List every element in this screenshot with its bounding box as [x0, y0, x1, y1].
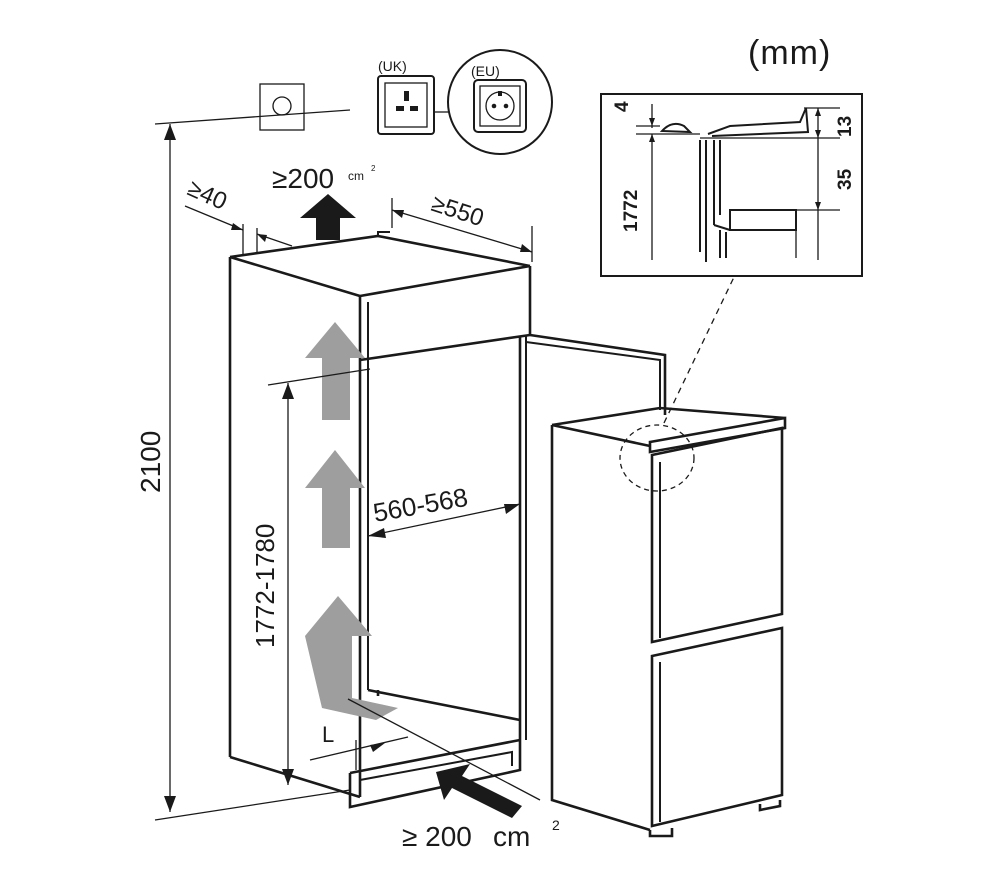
detail-offset-35-label: 35: [835, 168, 856, 190]
airflow-arrow-top-icon: [305, 322, 365, 420]
uk-socket-label: (UK): [378, 58, 407, 74]
niche-width-label: 560-568: [371, 482, 470, 528]
eu-socket-label: (EU): [471, 63, 500, 79]
total-height-label: 2100: [135, 431, 166, 493]
vent-bottom-exp: 2: [552, 817, 560, 833]
appliance: [550, 274, 787, 838]
detail-height-label: 1772: [621, 190, 642, 232]
plinth-label: L: [322, 722, 334, 747]
detail-inset: 4 1772 13 35: [600, 93, 863, 277]
niche-width-dim: [367, 503, 521, 538]
vent-top-arrow-icon: [300, 194, 356, 240]
plinth-dim: [309, 698, 541, 801]
wall-outlet: [154, 83, 351, 131]
vent-bottom-value: ≥ 200: [402, 821, 472, 852]
airflow-arrow-mid-icon: [305, 450, 365, 548]
vent-top-value: ≥200: [272, 163, 334, 194]
rear-gap-label: ≥40: [184, 175, 231, 216]
units-label: (mm): [748, 34, 831, 72]
niche-height-label: 1772-1780: [250, 524, 280, 648]
detail-offset-13-label: 13: [835, 116, 856, 137]
eu-socket: (EU): [447, 49, 553, 155]
vent-top-exp: 2: [371, 164, 376, 173]
depth-dim: [391, 198, 533, 262]
detail-gap-label: 4: [612, 101, 633, 112]
depth-label: ≥550: [428, 190, 487, 232]
niche-height-dim: [267, 368, 371, 785]
rear-gap-dim: [184, 205, 293, 254]
vent-bottom-unit: cm: [493, 821, 530, 852]
uk-socket: (UK): [377, 58, 435, 135]
airflow-arrows: [305, 322, 398, 720]
vent-top-unit: cm: [348, 169, 364, 183]
airflow-arrow-bottom-icon: [305, 596, 398, 720]
vent-bottom-arrow-icon: [436, 764, 522, 818]
total-height-dim: [154, 124, 351, 821]
